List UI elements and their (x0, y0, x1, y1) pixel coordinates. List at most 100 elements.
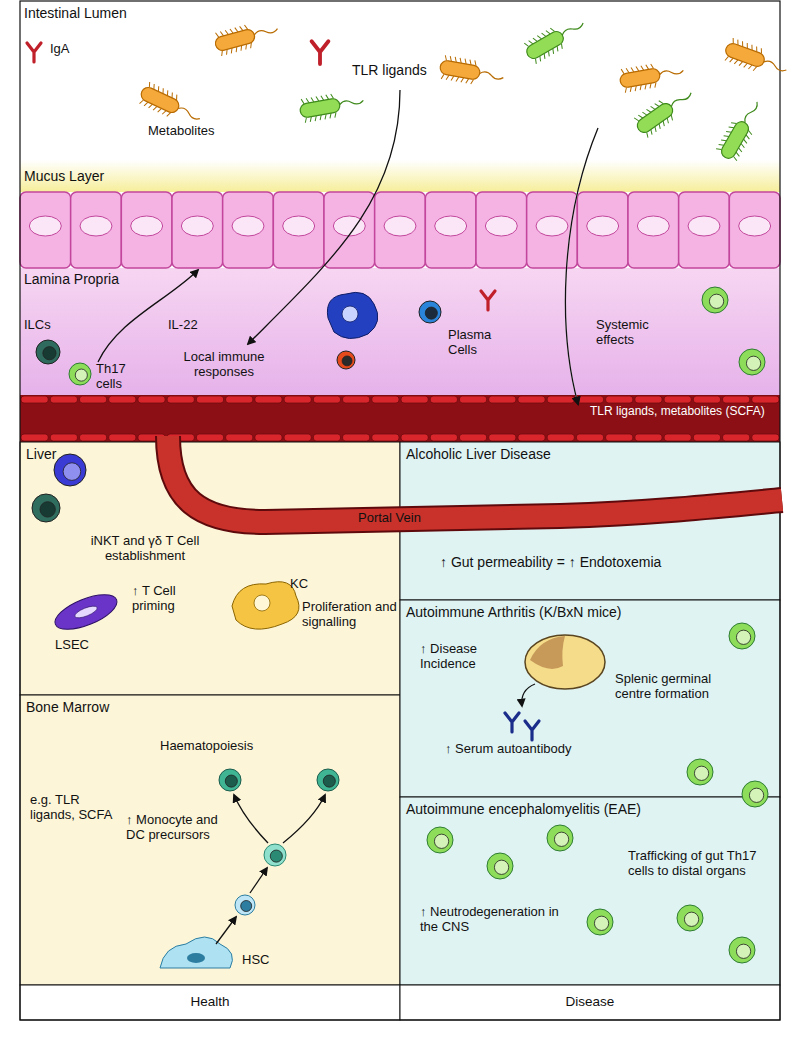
cell-body (739, 349, 765, 375)
cell-body (729, 623, 755, 649)
region-label: IL-22 (168, 318, 218, 333)
bacterial-body (524, 29, 566, 61)
epithelial-cell (71, 192, 122, 268)
blood-vessel (20, 395, 780, 442)
panel-heading: Liver (26, 446, 226, 462)
portal-vein-edge (168, 436, 782, 522)
cell-nucleus (688, 216, 720, 236)
cell-nucleus (425, 307, 437, 319)
cell-nucleus (232, 216, 264, 236)
cell-body (547, 825, 573, 851)
epithelial-cell (121, 192, 172, 268)
endothelial-cell (138, 396, 165, 403)
endothelial-cell (109, 434, 136, 441)
germinal-centre (530, 636, 565, 669)
endothelial-cell (664, 396, 691, 403)
region-label: Intestinal Lumen (24, 5, 224, 21)
panel (20, 985, 400, 1020)
pilus (148, 82, 152, 87)
cell-body (729, 937, 755, 963)
panel-box: LiveriNKT and γδ T Cell establishment↑ T… (20, 442, 400, 695)
portal-vein (168, 436, 782, 522)
endothelial-cell (430, 396, 457, 403)
cell (54, 454, 86, 486)
panel-text: Haematopoiesis (160, 739, 280, 754)
panel-text: HSC (242, 953, 282, 968)
endothelial-cell (518, 396, 545, 403)
endothelial-cell (284, 396, 311, 403)
cell-nucleus (694, 766, 708, 780)
cell-nucleus (43, 347, 56, 360)
bacterium (722, 37, 790, 81)
endothelial-cell (723, 434, 750, 441)
cell-nucleus (485, 216, 517, 236)
cell-body (69, 363, 91, 385)
endothelial-cell (343, 396, 370, 403)
cell-nucleus (709, 294, 723, 308)
cell (32, 494, 60, 522)
bacterium (618, 59, 685, 94)
endothelial-cell (547, 434, 574, 441)
panel-heading: Bone Marrow (26, 699, 226, 715)
endothelial-cell (50, 434, 77, 441)
pilus (534, 59, 538, 64)
cell-body (587, 909, 613, 935)
region-label: TLR ligands, metabolites (SCFA) (590, 405, 770, 419)
endothelial-cell (255, 396, 282, 403)
flagellum (659, 68, 684, 77)
panel-text: ↑ Gut permeability = ↑ Endotoxemia (440, 554, 760, 570)
endothelial-cell (226, 434, 253, 441)
panel-heading: Health (20, 994, 400, 1010)
panel-text: Trafficking of gut Th17 cells to distal … (628, 849, 768, 879)
cell-nucleus (73, 604, 98, 620)
cell-nucleus (637, 216, 669, 236)
pilus (444, 55, 447, 60)
cell-body (677, 905, 703, 931)
cell-nucleus (536, 216, 568, 236)
cell-nucleus (587, 216, 619, 236)
endothelial-cell (313, 396, 340, 403)
macrophage (327, 292, 377, 338)
panel-box: Alcoholic Liver Disease↑ Gut permeabilit… (400, 442, 780, 600)
pilus (621, 69, 624, 74)
cell-body (54, 454, 86, 486)
cell-nucleus (594, 916, 608, 930)
panel-text: LSEC (55, 638, 105, 653)
cell (337, 351, 355, 369)
cell (742, 781, 768, 807)
cell (419, 301, 441, 323)
flagellum (177, 106, 201, 121)
bacterium (298, 89, 365, 124)
endothelial-cell (313, 434, 340, 441)
pilus (645, 132, 650, 137)
panel-text: iNKT and γδ T Cell establishment (80, 534, 210, 564)
cell-body (219, 769, 241, 791)
region-label: Metabolites (148, 124, 248, 139)
region-label: Plasma Cells (448, 328, 508, 358)
bacterium (632, 83, 698, 139)
cell-nucleus (75, 369, 87, 381)
panel-box: Autoimmune encephalomyelitis (EAE)↑ Neut… (400, 797, 780, 985)
arrow (248, 90, 400, 344)
cell-nucleus (342, 356, 352, 366)
cell (235, 895, 255, 915)
cell-body (702, 287, 728, 313)
bacterium (137, 81, 205, 130)
cell (739, 349, 765, 375)
cell (729, 937, 755, 963)
bacterial-body (724, 42, 766, 69)
epithelial-cell (172, 192, 223, 268)
endothelial-cell (635, 396, 662, 403)
hsc (160, 937, 232, 968)
cell-nucleus (342, 306, 358, 322)
cell-nucleus (435, 216, 467, 236)
cell-nucleus (739, 216, 771, 236)
endothelial-cell (255, 434, 282, 441)
arrow (522, 684, 535, 706)
endothelial-cell (459, 434, 486, 441)
bacterium (522, 13, 589, 66)
cell-body (742, 781, 768, 807)
arrow (234, 795, 268, 843)
pilus (215, 32, 218, 37)
region-label: Mucus Layer (24, 168, 224, 184)
